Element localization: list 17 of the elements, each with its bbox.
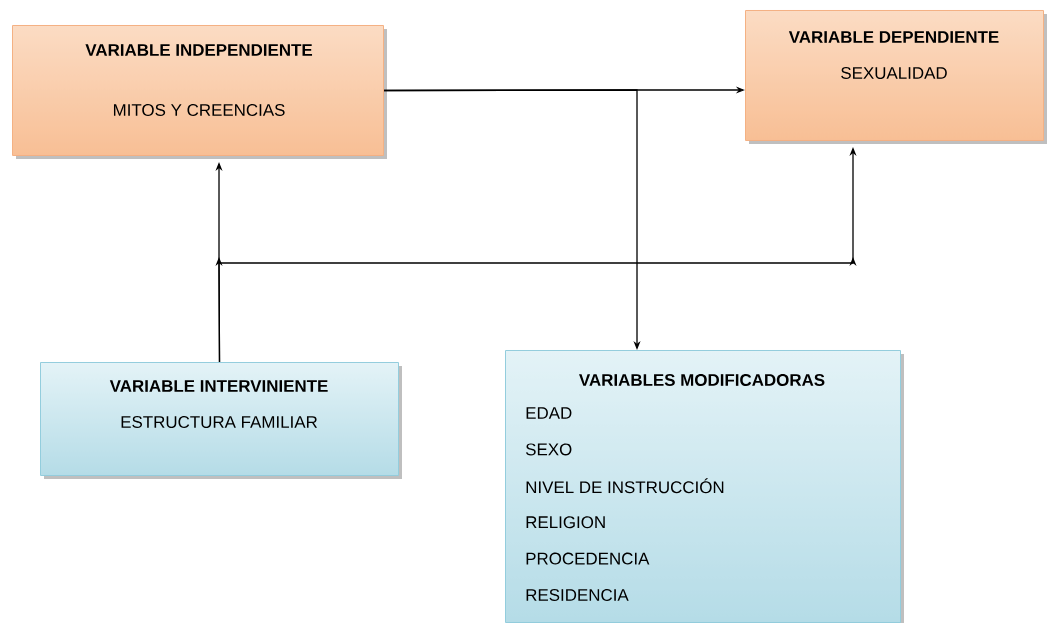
box-text: ESTRUCTURA FAMILIAR — [121, 416, 318, 428]
variable-box — [745, 10, 1047, 144]
list-item: SEXO — [525, 443, 572, 456]
variable-box — [40, 362, 402, 479]
variable-box — [505, 350, 904, 623]
variable-box — [12, 25, 387, 159]
box-heading: VARIABLE DEPENDIENTE — [788, 31, 999, 43]
list-item: NIVEL DE INSTRUCCIÓN — [526, 478, 724, 494]
box-heading: VARIABLES MODIFICADORAS — [579, 374, 825, 386]
list-item: PROCEDENCIA — [526, 552, 650, 565]
box-heading: VARIABLE INTERVINIENTE — [109, 380, 328, 392]
list-item: RELIGION — [526, 516, 605, 529]
list-item: RESIDENCIA — [526, 589, 629, 601]
list-item: EDAD — [526, 407, 572, 419]
box-heading: VARIABLE INDEPENDIENTE — [85, 44, 313, 56]
box-text: SEXUALIDAD — [841, 67, 947, 79]
box-text: MITOS Y CREENCIAS — [114, 104, 285, 116]
